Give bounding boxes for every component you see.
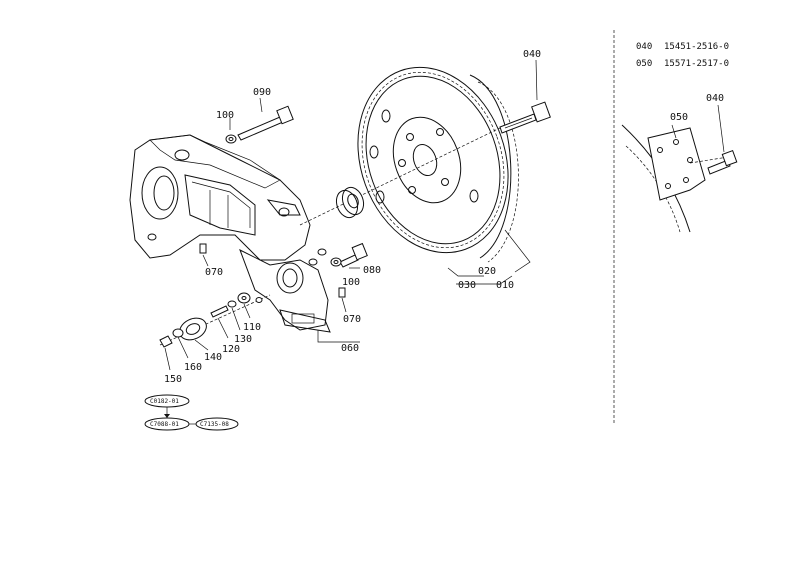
reference-2: C7088-01 <box>150 421 179 428</box>
callouts: 040 090 100 070 080 100 020 030 010 070 … <box>164 49 724 385</box>
callout-140: 140 <box>204 352 222 363</box>
callout-100: 100 <box>216 110 234 121</box>
callout-040-inset: 040 <box>706 93 724 104</box>
reference-3: C7135-08 <box>200 421 229 428</box>
seal-assembly <box>159 292 271 371</box>
parts-list: 040 15451-2516-0 050 15571-2517-0 <box>636 42 729 69</box>
parts-list-partno-2: 15571-2517-0 <box>664 59 729 69</box>
leader-030 <box>456 275 513 285</box>
callout-080: 080 <box>363 265 381 276</box>
callout-060: 060 <box>341 343 359 354</box>
callout-160: 160 <box>184 362 202 373</box>
leader-010 <box>504 229 531 273</box>
parts-list-partno-1: 15451-2516-0 <box>664 42 729 52</box>
callout-030: 030 <box>458 280 476 291</box>
callout-120: 120 <box>222 344 240 355</box>
callout-020: 020 <box>478 266 496 277</box>
alignment-axis <box>299 127 501 226</box>
callout-110: 110 <box>243 322 261 333</box>
flywheel-housing <box>129 134 331 333</box>
inset-detail <box>621 104 738 233</box>
dowel-pin <box>199 243 207 254</box>
parts-list-ref-2: 050 <box>636 59 652 69</box>
dowel-pin <box>338 287 346 298</box>
callout-100-lower: 100 <box>342 277 360 288</box>
housing-bolt <box>225 97 294 144</box>
callout-040: 040 <box>523 49 541 60</box>
callout-150: 150 <box>164 374 182 385</box>
callout-050-inset: 050 <box>670 112 688 123</box>
parts-list-ref-1: 040 <box>636 42 652 52</box>
callout-070: 070 <box>205 267 223 278</box>
reference-symbols: C0182-01 C7088-01 C7135-08 <box>144 394 239 431</box>
flywheel <box>357 66 519 263</box>
pilot-bearing <box>335 186 365 219</box>
side-bolt <box>330 242 368 268</box>
flywheel-bolt <box>499 59 551 134</box>
callout-090: 090 <box>253 87 271 98</box>
bracket-leader <box>317 330 360 343</box>
callout-010: 010 <box>496 280 514 291</box>
callout-070-lower: 070 <box>343 314 361 325</box>
callout-130: 130 <box>234 334 252 345</box>
leader-020 <box>447 267 484 277</box>
reference-1: C0182-01 <box>150 398 179 405</box>
